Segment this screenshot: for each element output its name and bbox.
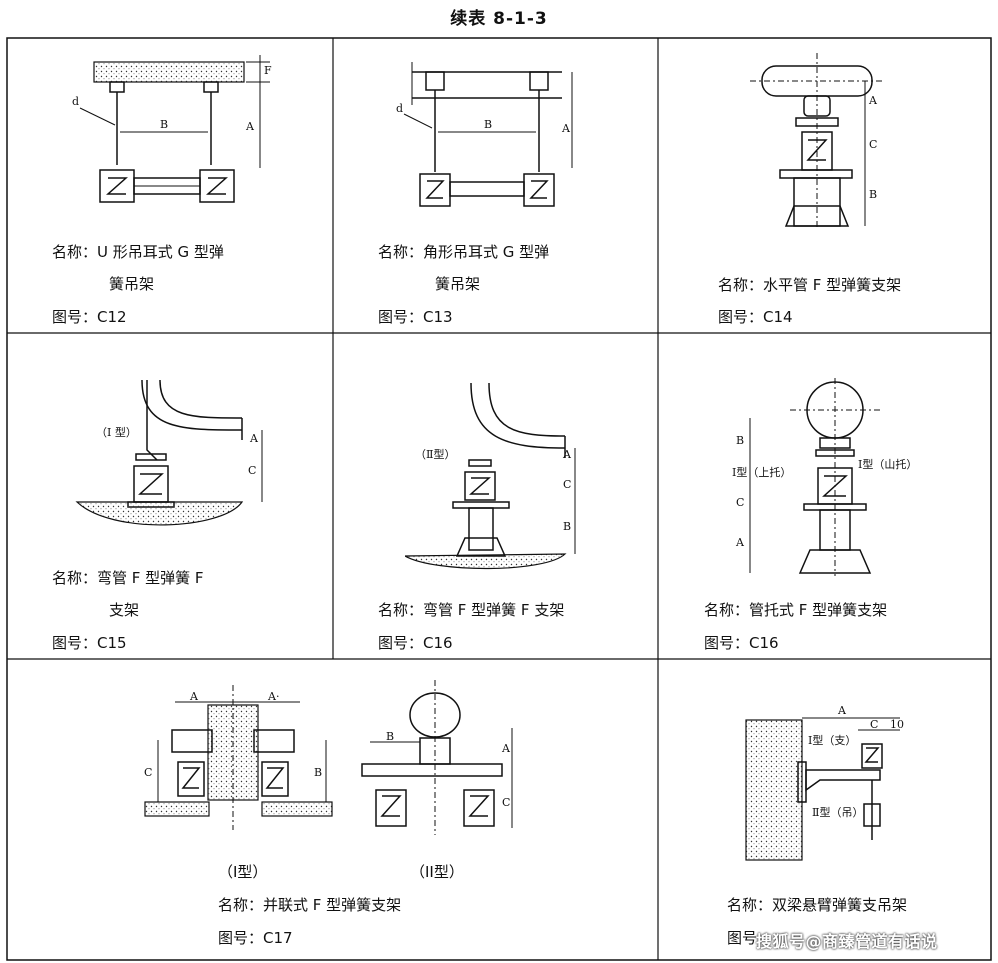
c13-name: 名称：角形吊耳式 G 型弹 (378, 243, 550, 261)
dim-b-label: B (160, 118, 168, 131)
c17-dim-a: A (189, 690, 199, 703)
c16a-drawing: （Ⅱ型） A C B (405, 382, 576, 570)
c14-code: 图号：C14 (718, 308, 793, 326)
c14-dim-b: B (869, 188, 877, 201)
c17-name: 名称：并联式 F 型弹簧支架 (218, 896, 402, 914)
c15-drawing: （I 型） A C (75, 379, 263, 526)
c14-name: 名称：水平管 F 型弹簧支架 (718, 276, 902, 294)
c14-drawing: A C B (750, 53, 885, 228)
c16b-dim-c: C (736, 496, 744, 509)
c17-dim-a-prime: A· (267, 690, 279, 703)
c15-dim-a: A (249, 432, 259, 445)
c17b-dim-a: A (501, 742, 511, 755)
c16b-name: 名称：管托式 F 型弹簧支架 (704, 601, 888, 619)
c14-dim-a: A (868, 94, 878, 107)
c12-drawing: F A B d (72, 55, 272, 203)
c18-type1: Ⅰ型（支） (808, 733, 856, 747)
c12-code: 图号：C12 (52, 308, 127, 326)
c16a-dim-b: B (563, 520, 571, 533)
c16b-drawing: B C A Ⅰ型（上托） Ⅰ型（山托） (732, 378, 917, 576)
c17-code: 图号：C17 (218, 929, 293, 947)
c16a-dim-c: C (563, 478, 571, 491)
c13-drawing: B d A (396, 62, 573, 207)
c17b-dim-b: B (386, 730, 394, 743)
c15-name: 名称：弯管 F 型弹簧 F (52, 569, 204, 587)
c13-dim-d: d (396, 102, 403, 115)
c16b-right-type: Ⅰ型（山托） (858, 457, 917, 471)
c12-name: 名称：U 形吊耳式 G 型弹 (52, 243, 224, 261)
c16b-code: 图号：C16 (704, 634, 779, 652)
c17-dim-b: B (314, 766, 322, 779)
c15-name-cont: 支架 (109, 601, 140, 619)
dim-d-label: d (72, 95, 79, 108)
c18-type2: Ⅱ型（吊） (812, 805, 863, 819)
dim-f-label: F (264, 64, 272, 77)
c15-code: 图号：C15 (52, 634, 127, 652)
c18-dim-c: C (870, 718, 878, 731)
c15-type-label: （I 型） (96, 425, 137, 439)
c12-name-cont: 簧吊架 (109, 275, 155, 293)
watermark: 搜狐号@商臻管道有话说 (756, 932, 938, 951)
c16a-type-label: （Ⅱ型） (415, 447, 455, 461)
c17-drawing: A A· C B B A C (144, 680, 513, 835)
c15-dim-c: C (248, 464, 256, 477)
c16a-dim-a: A (562, 448, 572, 461)
c18-drawing: A C 10 Ⅰ型（支） Ⅱ型（吊） (745, 704, 904, 861)
c17-sub2: （II型） (410, 863, 464, 881)
c13-code: 图号：C13 (378, 308, 453, 326)
c16b-left-type: Ⅰ型（上托） (732, 465, 791, 479)
table-title: 续表 8-1-3 (450, 9, 548, 29)
c17-dim-c: C (144, 766, 152, 779)
c18-dim-10: 10 (890, 718, 904, 731)
c18-code: 图号 (727, 929, 758, 947)
c17b-dim-c: C (502, 796, 510, 809)
c16a-name: 名称：弯管 F 型弹簧 F 支架 (378, 601, 565, 619)
c17-sub1: （I型） (218, 863, 268, 881)
c13-name-cont: 簧吊架 (435, 275, 481, 293)
c18-dim-a: A (837, 704, 847, 717)
c13-dim-a: A (561, 122, 571, 135)
c18-name: 名称：双梁悬臂弹簧支吊架 (727, 896, 908, 914)
c16a-code: 图号：C16 (378, 634, 453, 652)
c13-dim-b: B (484, 118, 492, 131)
c14-dim-c: C (869, 138, 877, 151)
dim-a-label: A (245, 120, 255, 133)
c16b-dim-b: B (736, 434, 744, 447)
c16b-dim-a: A (735, 536, 745, 549)
